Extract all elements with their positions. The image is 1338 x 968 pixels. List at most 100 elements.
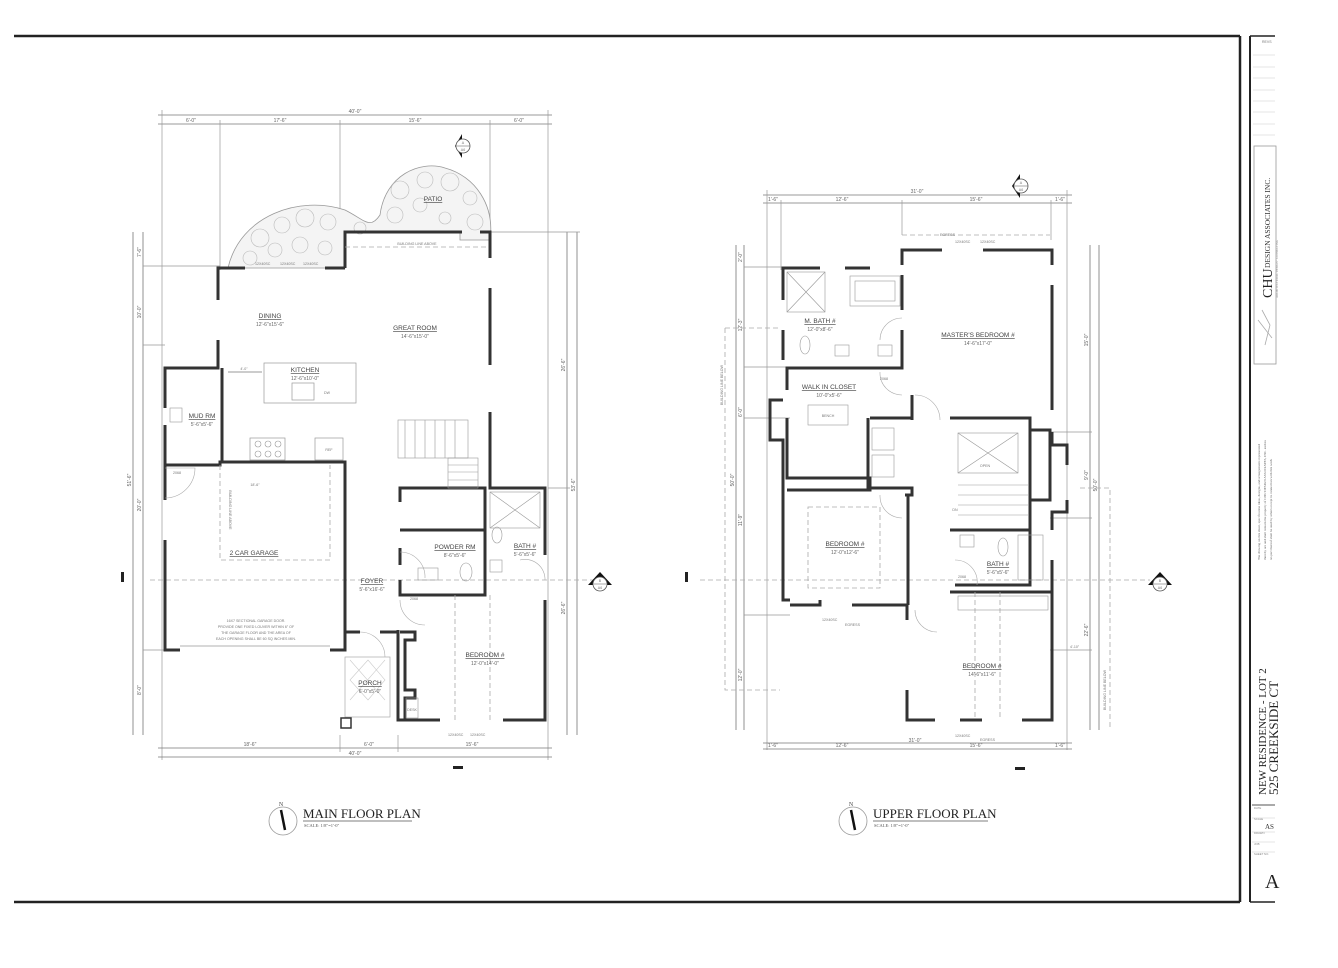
upper-bottom-dim-overall: 31'-0" bbox=[909, 738, 922, 744]
room-size-masters-bedroom: 14'-6"x17'-0" bbox=[964, 341, 992, 347]
egress-tag: EGRESS bbox=[940, 233, 956, 237]
main-left-dim-1: 7'-6" bbox=[137, 247, 143, 257]
patio: PATIO bbox=[227, 165, 492, 269]
room-label-master-bath: M. BATH # bbox=[804, 318, 836, 325]
upper-floor-plan-scale: SCALE: 1/8"=1'-0" bbox=[874, 823, 910, 828]
main-left-dimensions: 7'-6" 10'-0" 20'-0" 8'-0" 51'-6" bbox=[121, 232, 220, 735]
cut-line-marker bbox=[453, 766, 463, 769]
garage-note-line-1: 16X7 SECTIONAL GARAGE DOOR. bbox=[227, 619, 286, 623]
north-arrow-label: N bbox=[849, 802, 854, 808]
section-marker-a-main: A A6 bbox=[455, 134, 471, 158]
room-label-mud-rm: MUD RM bbox=[189, 413, 216, 420]
firm-name: DESIGN ASSOCIATES INC. bbox=[1263, 178, 1272, 268]
project-name: NEW RESIDENCE - LOT 2 bbox=[1257, 668, 1269, 795]
room-size-great-room: 14'-6"x15'-0" bbox=[401, 334, 429, 340]
door-tag: 2068 bbox=[410, 597, 418, 601]
note-building-line-above: BUILDING LINE ABOVE bbox=[397, 242, 437, 246]
main-top-dimensions: 40'-0" 6'-0" 17'-6" 15'-6" 6'-0" bbox=[158, 109, 552, 760]
scale-field-value: AS bbox=[1265, 823, 1274, 831]
main-left-dim-3: 20'-0" bbox=[137, 498, 143, 511]
garage-note-line-2: PROVIDE ONE FIXED LOUVER WITHIN 6" OF bbox=[218, 625, 295, 629]
note-building-line-above-garage: BUILDING LINE ABOVE bbox=[228, 490, 232, 530]
main-floor-title-block: N MAIN FLOOR PLAN SCALE: 1/8"=1'-0" bbox=[268, 802, 421, 836]
window-tag: 12X40SC bbox=[955, 240, 971, 244]
main-floor-plan-scale: SCALE: 1/8"=1'-0" bbox=[304, 823, 340, 828]
room-label-bath-upper: BATH # bbox=[987, 561, 1010, 568]
main-stairs bbox=[397, 419, 479, 489]
note-building-line-below: BUILDING LINE BELOW bbox=[720, 364, 724, 405]
upper-walls bbox=[768, 248, 1069, 722]
room-size-foyer: 5'-6"x16'-6" bbox=[359, 587, 384, 593]
window-tag: 12X40SC bbox=[980, 240, 996, 244]
room-size-bedroom-upper-2: 14'-6"x11'-6" bbox=[968, 672, 996, 678]
egress-tag: EGRESS bbox=[980, 738, 996, 742]
window-tag: 12X40SC bbox=[822, 618, 838, 622]
room-size-master-bath: 12'-0"x8'-6" bbox=[807, 327, 832, 333]
upper-floor-plan: 31'-0" 1'-6" 12'-6" 15'-6" 1'-6" 1'-6" 1… bbox=[685, 174, 1172, 836]
upper-bottom-dimensions: 1'-6" 12'-6" 31'-0" 15'-6" 1'-6" bbox=[763, 738, 1072, 770]
room-size-walk-in-closet: 10'-0"x5'-6" bbox=[816, 393, 841, 399]
room-size-porch: 6'-0"x5'-0" bbox=[359, 689, 382, 695]
room-size-kitchen: 12'-6"x10'-0" bbox=[291, 376, 319, 382]
sheet-border bbox=[14, 34, 1242, 904]
upper-top-dim-3: 15'-6" bbox=[970, 197, 983, 203]
note-open: OPEN bbox=[980, 464, 991, 468]
door-tag: 2068 bbox=[880, 377, 888, 381]
firm-name-chu: CHU bbox=[1261, 268, 1276, 298]
room-label-kitchen: KITCHEN bbox=[291, 367, 320, 374]
room-size-mud-rm: 5'-6"x5'-6" bbox=[191, 422, 214, 428]
cut-line-marker bbox=[1015, 767, 1025, 770]
upper-right-dim-3: 22'-6" bbox=[1084, 623, 1090, 636]
main-floor-plan: 40'-0" 6'-0" 17'-6" 15'-6" 6'-0" 18'-6" … bbox=[121, 109, 612, 836]
room-label-porch: PORCH bbox=[358, 680, 382, 687]
main-bottom-dim-2: 6'-0" bbox=[364, 742, 374, 748]
window-tag: 12X40SC bbox=[448, 733, 464, 737]
upper-left-dim-5: 12'-0" bbox=[738, 668, 744, 681]
firm-logo-icon bbox=[1257, 309, 1273, 346]
window-tag: 12X40SC bbox=[255, 262, 271, 266]
project-address: 525 CREEKSIDE CT bbox=[1266, 681, 1281, 795]
svg-text:A6: A6 bbox=[598, 586, 602, 590]
section-marker-b-main: B A6 bbox=[588, 572, 612, 592]
room-size-powder-rm: 8'-6"x5'-6" bbox=[444, 553, 467, 559]
upper-bottom-dim-2: 12'-6" bbox=[836, 743, 849, 749]
sheet-number: A bbox=[1265, 871, 1280, 893]
upper-floor-title-block: N UPPER FLOOR PLAN SCALE: 1/8"=1'-0" bbox=[838, 802, 997, 836]
room-label-masters-bedroom: MASTER'S BEDROOM # bbox=[941, 332, 1015, 339]
room-size-bath-main: 5'-6"x5'-6" bbox=[514, 552, 537, 558]
note-desk: DESK bbox=[407, 708, 417, 712]
upper-top-dim-1: 1'-6" bbox=[768, 197, 778, 203]
upper-bottom-dim-4: 1'-6" bbox=[1055, 743, 1065, 749]
main-left-dim-4: 8'-0" bbox=[137, 685, 143, 695]
sheet-no-field-label: SHEET NO. bbox=[1254, 852, 1269, 856]
upper-floor-plan-title: UPPER FLOOR PLAN bbox=[873, 806, 997, 821]
upper-top-dim-2: 12'-6" bbox=[836, 197, 849, 203]
upper-door-swings bbox=[879, 317, 978, 633]
room-size-bedroom-main: 12'-0"x14'-0" bbox=[471, 661, 499, 667]
upper-overall-width-top: 31'-0" bbox=[911, 189, 924, 195]
room-label-walk-in-closet: WALK IN CLOSET bbox=[802, 384, 856, 391]
upper-left-dim-2: 12'-3" bbox=[738, 318, 744, 331]
main-top-dim-3: 15'-6" bbox=[409, 118, 422, 124]
upper-right-dim-2: 9'-0" bbox=[1084, 470, 1090, 480]
main-right-dim-1: 26'-6" bbox=[561, 358, 567, 371]
firm-address: ARCHITECTURAL DESIGN · CONSULTING bbox=[1275, 239, 1279, 298]
svg-text:REF: REF bbox=[325, 448, 333, 452]
room-label-patio: PATIO bbox=[424, 196, 443, 203]
room-label-bedroom-upper-2: BEDROOM # bbox=[962, 663, 1001, 670]
main-bottom-dim-1: 18'-6" bbox=[244, 742, 257, 748]
room-label-great-room: GREAT ROOM bbox=[393, 325, 437, 332]
upper-fixtures bbox=[786, 271, 1049, 611]
kitchen-island: DW REF 4'-0" bbox=[228, 362, 357, 461]
main-walls bbox=[163, 230, 547, 729]
main-top-dim-2: 17'-6" bbox=[274, 118, 287, 124]
main-right-dimensions: 26'-6" 26'-6" 53'-6" bbox=[150, 231, 595, 735]
svg-text:A: A bbox=[462, 141, 465, 145]
window-tag: 12X40SC bbox=[303, 262, 319, 266]
svg-text:A6: A6 bbox=[1019, 188, 1023, 192]
section-marker-a-upper: A A6 bbox=[1012, 174, 1029, 198]
room-label-foyer: FOYER bbox=[361, 578, 384, 585]
svg-text:A6: A6 bbox=[1158, 586, 1162, 590]
main-bottom-dim-3: 15'-6" bbox=[466, 742, 479, 748]
date-field-label: DATE bbox=[1254, 806, 1261, 810]
